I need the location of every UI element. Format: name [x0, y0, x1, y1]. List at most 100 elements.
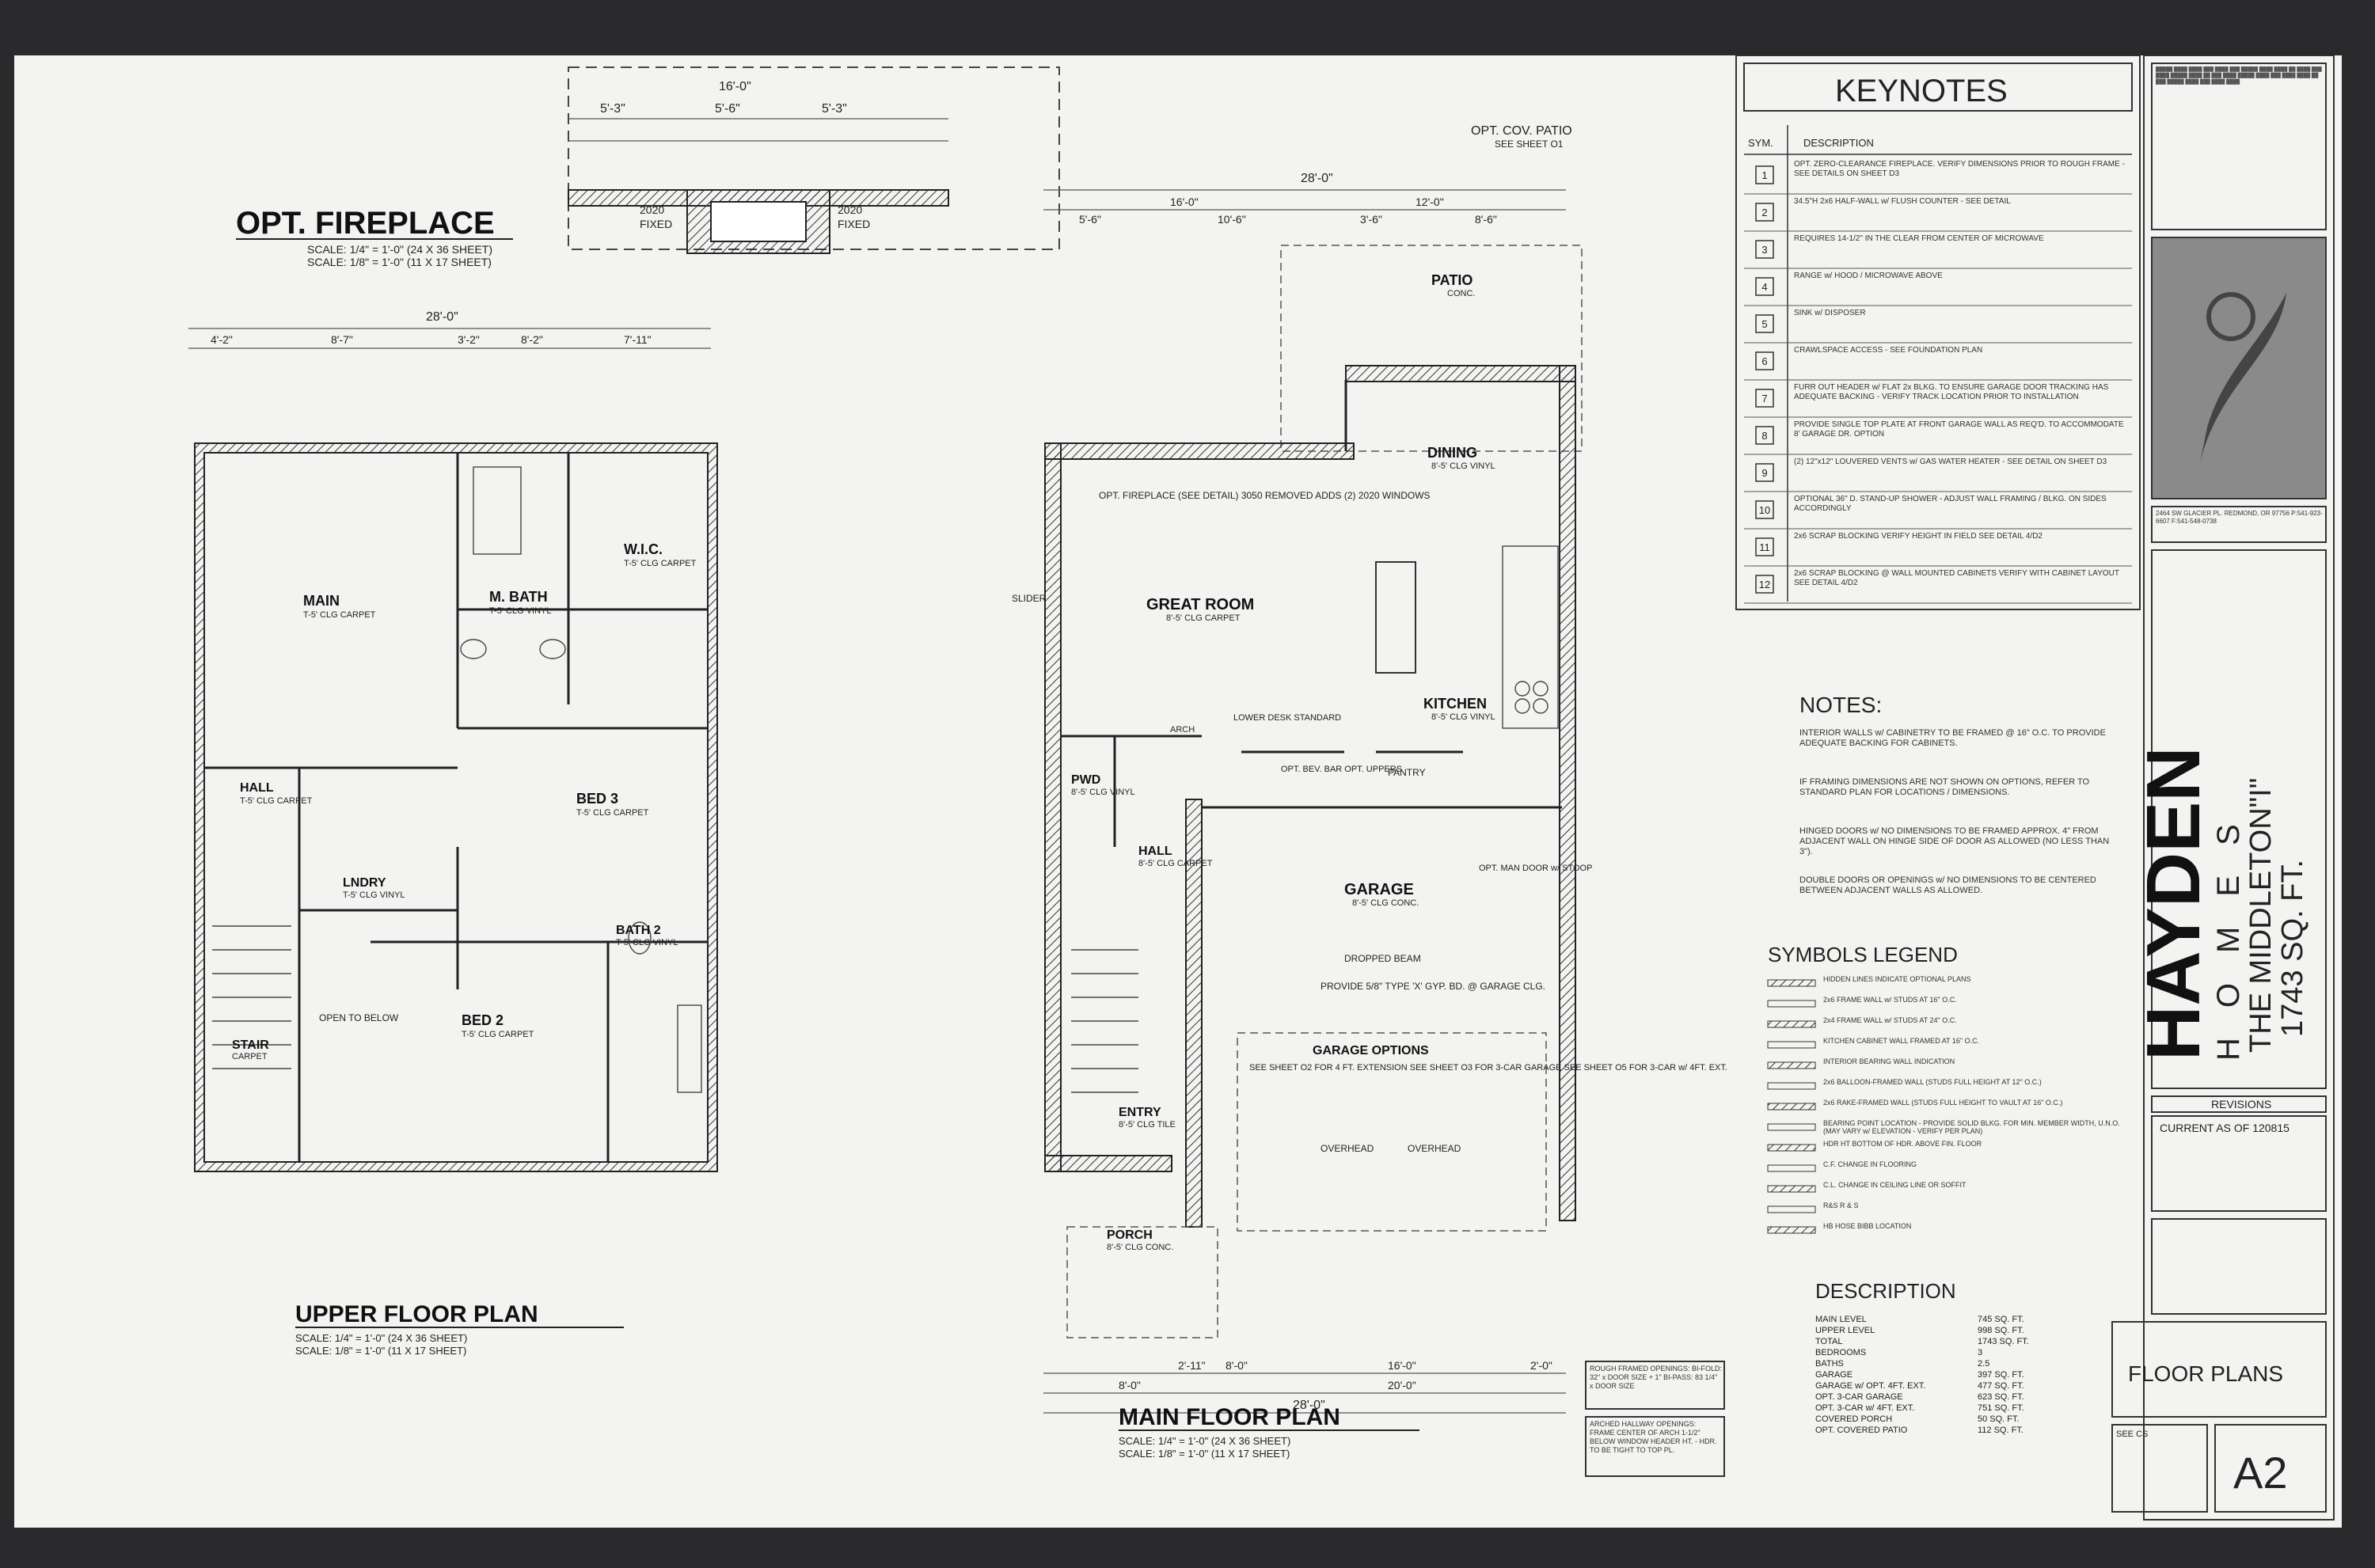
- svg-text:GARAGE: GARAGE: [1344, 881, 1414, 898]
- upper-dim: 4'-2": [211, 333, 233, 346]
- keynote-sym: 5: [1761, 318, 1767, 330]
- keynote-text: 2x6 SCRAP BLOCKING @ WALL MOUNTED CABINE…: [1794, 569, 2119, 587]
- main-overall-bottom: 28'-0": [1293, 1399, 1325, 1412]
- revisions-label: REVISIONS: [2211, 1098, 2271, 1111]
- fireplace-dim-overall: 16'-0": [719, 80, 751, 93]
- symbol-item: C.F. CHANGE IN FLOORING: [1823, 1160, 1917, 1168]
- svg-text:CARPET: CARPET: [232, 1052, 268, 1061]
- svg-text:PWD: PWD: [1071, 773, 1100, 787]
- svg-text:PROVIDE 5/8" TYPE 'X' GYP. BD.: PROVIDE 5/8" TYPE 'X' GYP. BD. @ GARAGE …: [1320, 981, 1545, 992]
- description-label: OPT. 3-CAR w/ 4FT. EXT.: [1815, 1403, 1914, 1413]
- svg-text:OPT. BEV. BAR OPT. UPPERS: OPT. BEV. BAR OPT. UPPERS: [1281, 765, 1402, 774]
- upper-dim: 7'-11": [624, 333, 652, 346]
- keynote-sym: 8: [1761, 430, 1767, 442]
- svg-text:LOWER DESK STANDARD: LOWER DESK STANDARD: [1233, 713, 1341, 723]
- upper-dim: 8'-2": [521, 333, 543, 346]
- svg-text:PORCH: PORCH: [1107, 1228, 1153, 1242]
- keynote-sym: 1: [1761, 169, 1767, 181]
- svg-text:BATH 2: BATH 2: [616, 924, 661, 937]
- description-value: 112 SQ. FT.: [1978, 1426, 2024, 1435]
- svg-text:8'-5' CLG CONC.: 8'-5' CLG CONC.: [1352, 898, 1419, 908]
- company-address: 2464 SW GLACIER PL. REDMOND, OR 97756 P:…: [2156, 510, 2323, 525]
- upper-dim: 3'-2": [458, 333, 480, 346]
- svg-text:8'-6": 8'-6": [1475, 213, 1497, 226]
- svg-text:20'-0": 20'-0": [1388, 1379, 1416, 1391]
- svg-text:8'-5' CLG CARPET: 8'-5' CLG CARPET: [1138, 859, 1213, 868]
- svg-text:T-5' CLG CARPET: T-5' CLG CARPET: [624, 559, 697, 568]
- company-name-block: HAYDEN HOMES THE MIDDLETON"I" 1743 SQ. F…: [2131, 746, 2309, 1061]
- svg-text:OPT. MAN DOOR w/ STOOP: OPT. MAN DOOR w/ STOOP: [1479, 864, 1592, 873]
- keynote-text: PROVIDE SINGLE TOP PLATE AT FRONT GARAGE…: [1794, 420, 2124, 439]
- svg-text:BED 3: BED 3: [576, 791, 618, 807]
- svg-text:FIXED: FIXED: [640, 218, 672, 230]
- fireplace-title: OPT. FIREPLACE: [236, 206, 495, 241]
- svg-text:12'-0": 12'-0": [1416, 196, 1444, 208]
- notes-list: INTERIOR WALLS w/ CABINETRY TO BE FRAMED…: [1799, 728, 2109, 895]
- upper-scale-1: SCALE: 1/4" = 1'-0" (24 X 36 SHEET): [295, 1332, 467, 1344]
- arched-hallway-text: ARCHED HALLWAY OPENINGS: FRAME CENTER OF…: [1590, 1420, 1717, 1454]
- svg-text:8'-5' CLG VINYL: 8'-5' CLG VINYL: [1431, 461, 1495, 471]
- svg-text:2'-0": 2'-0": [1530, 1359, 1552, 1372]
- description-label: UPPER LEVEL: [1815, 1326, 1875, 1335]
- keynote-text: FURR OUT HEADER w/ FLAT 2x BLKG. TO ENSU…: [1794, 383, 2109, 401]
- svg-text:5'-6": 5'-6": [1079, 213, 1101, 226]
- main-room-labels: PATIO CONC. DINING 8'-5' CLG VINYL GREAT…: [1071, 272, 1495, 1252]
- svg-text:T-5' CLG VINYL: T-5' CLG VINYL: [343, 890, 405, 900]
- upper-overall-dim: 28'-0": [426, 310, 458, 324]
- keynote-text: 2x6 SCRAP BLOCKING VERIFY HEIGHT IN FIEL…: [1794, 532, 2042, 541]
- cov-patio-label: OPT. COV. PATIO: [1471, 124, 1572, 138]
- svg-text:STAIR: STAIR: [232, 1038, 269, 1052]
- svg-text:ARCH: ARCH: [1170, 725, 1195, 735]
- keynote-text: SINK w/ DISPOSER: [1794, 309, 1866, 317]
- upper-scale-2: SCALE: 1/8" = 1'-0" (11 X 17 SHEET): [295, 1345, 466, 1357]
- keynote-sym: 9: [1761, 467, 1767, 479]
- svg-text:T-5' CLG CARPET: T-5' CLG CARPET: [303, 610, 376, 620]
- plan-name: THE MIDDLETON"I": [2244, 778, 2278, 1053]
- title-block: [2143, 55, 2335, 1521]
- current-as-of: CURRENT AS OF 120815: [2160, 1122, 2290, 1134]
- keynote-sym: 2: [1761, 207, 1767, 218]
- stair-treads: [212, 925, 291, 1069]
- keynote-sym: 4: [1761, 281, 1767, 293]
- keynote-text: 34.5"H 2x6 HALF-WALL w/ FLUSH COUNTER - …: [1794, 197, 2011, 206]
- fireplace-detail: 2020 FIXED 2020 FIXED 16'-0" 5'-3" 5'-6"…: [568, 66, 1060, 254]
- svg-text:2020: 2020: [640, 203, 664, 216]
- description-label: BATHS: [1815, 1359, 1844, 1369]
- svg-text:OPT. FIREPLACE (SEE DETAIL) 30: OPT. FIREPLACE (SEE DETAIL) 3050 REMOVED…: [1099, 490, 1431, 501]
- svg-text:W.I.C.: W.I.C.: [624, 541, 663, 557]
- symbol-item: KITCHEN CABINET WALL FRAMED AT 16" O.C.: [1823, 1037, 1980, 1045]
- description-value: 2.5: [1978, 1359, 1989, 1369]
- description-value: 477 SQ. FT.: [1978, 1381, 2024, 1391]
- company-name: HAYDEN: [2131, 746, 2216, 1061]
- svg-text:8'-5' CLG VINYL: 8'-5' CLG VINYL: [1431, 712, 1495, 722]
- svg-text:8'-0": 8'-0": [1119, 1379, 1141, 1391]
- description-label: MAIN LEVEL: [1815, 1315, 1867, 1324]
- note-item: IF FRAMING DIMENSIONS ARE NOT SHOWN ON O…: [1799, 777, 2090, 797]
- svg-text:8'-0": 8'-0": [1226, 1359, 1248, 1372]
- keynote-text: OPTIONAL 36" D. STAND-UP SHOWER - ADJUST…: [1794, 495, 2107, 513]
- svg-text:M. BATH: M. BATH: [489, 589, 548, 605]
- svg-text:BED 2: BED 2: [462, 1012, 504, 1028]
- symbol-item: HB HOSE BIBB LOCATION: [1823, 1222, 1912, 1230]
- symbol-item: BEARING POINT LOCATION - PROVIDE SOLID B…: [1823, 1119, 2120, 1135]
- main-scale-2: SCALE: 1/8" = 1'-0" (11 X 17 SHEET): [1119, 1448, 1290, 1460]
- keynote-sym: 11: [1759, 541, 1770, 553]
- symbol-item: HIDDEN LINES INDICATE OPTIONAL PLANS: [1823, 975, 1971, 983]
- note-item: INTERIOR WALLS w/ CABINETRY TO BE FRAMED…: [1799, 728, 2106, 748]
- description-label: TOTAL: [1815, 1337, 1842, 1346]
- svg-text:8'-5' CLG CONC.: 8'-5' CLG CONC.: [1107, 1243, 1173, 1252]
- svg-text:MAIN: MAIN: [303, 593, 340, 609]
- description-value: 397 SQ. FT.: [1978, 1370, 2024, 1380]
- svg-text:GREAT ROOM: GREAT ROOM: [1146, 596, 1254, 613]
- description-label: BEDROOMS: [1815, 1348, 1866, 1357]
- keynote-text: RANGE w/ HOOD / MICROWAVE ABOVE: [1794, 271, 1943, 280]
- keynote-text: (2) 12"x12" LOUVERED VENTS w/ GAS WATER …: [1794, 457, 2107, 466]
- svg-text:ENTRY: ENTRY: [1119, 1106, 1161, 1119]
- notes-title: NOTES:: [1799, 693, 1882, 717]
- keynote-text: CRAWLSPACE ACCESS - SEE FOUNDATION PLAN: [1794, 346, 1983, 355]
- symbol-item: 2x6 BALLOON-FRAMED WALL (STUDS FULL HEIG…: [1823, 1078, 2042, 1086]
- description-value: 998 SQ. FT.: [1978, 1326, 2024, 1335]
- sheet-number: A2: [2233, 1448, 2288, 1498]
- fireplace-dim: 5'-6": [715, 102, 740, 116]
